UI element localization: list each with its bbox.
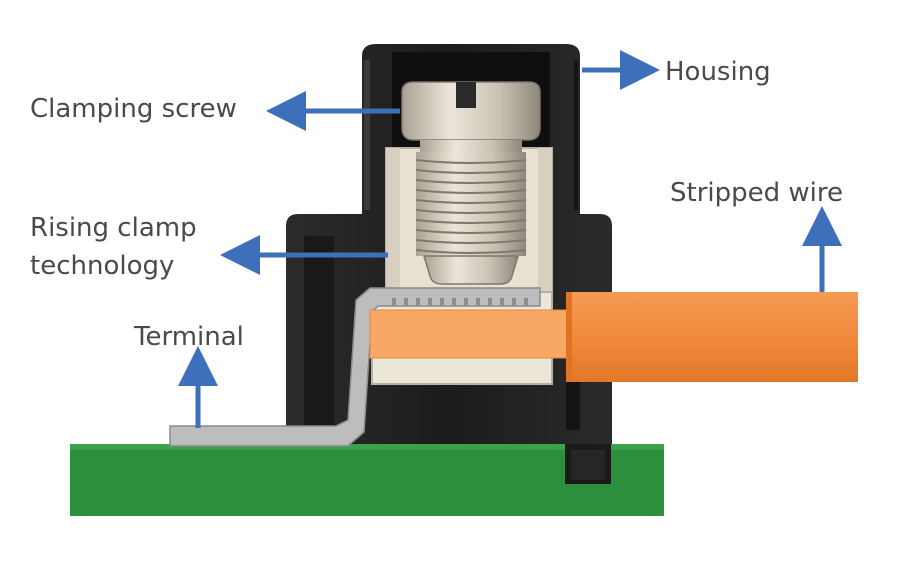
clamping-screw-shape: [401, 81, 541, 285]
label-rising-clamp-line2: technology: [30, 251, 175, 281]
label-stripped-wire: Stripped wire: [670, 178, 843, 208]
stripped-wire-shape: [369, 292, 858, 382]
label-clamping-screw: Clamping screw: [30, 94, 237, 124]
label-housing: Housing: [665, 57, 771, 87]
label-rising-clamp-line1: Rising clamp: [30, 213, 197, 243]
label-terminal: Terminal: [134, 322, 244, 352]
callout-arrows: [178, 50, 842, 428]
terminal-strip: [169, 287, 541, 447]
